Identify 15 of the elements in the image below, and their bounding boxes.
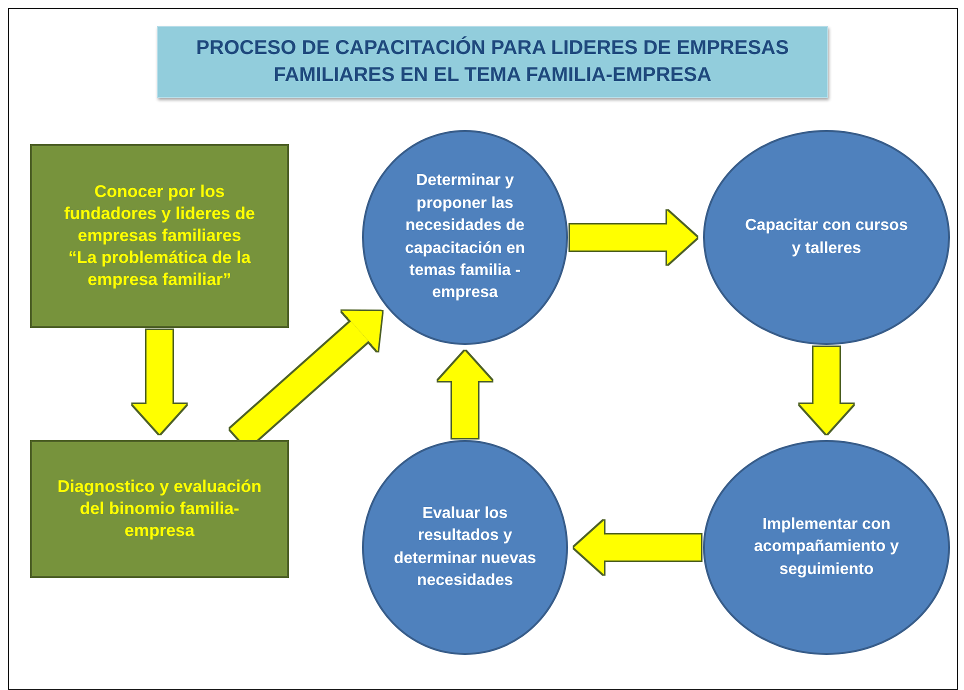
node-text: Implementar con acompañamiento y seguimiento <box>753 514 900 580</box>
node-text: Diagnostico y evaluación del binomio familia-empresa <box>56 476 263 542</box>
title-banner: PROCESO DE CAPACITACIÓN PARA LIDERES DE EMPRESAS FAMILIARES EN EL TEMA FAMILIA-EMPRESA <box>157 26 828 98</box>
block-arrow <box>438 351 492 438</box>
node-text: “La problemática de la empresa familiar” <box>67 247 252 292</box>
block-arrow <box>132 330 186 434</box>
node-text: Determinar y proponer las necesidades de capacitación en temas familia -empresa <box>404 171 526 304</box>
process-box <box>30 440 289 578</box>
process-box <box>30 144 289 328</box>
block-arrow <box>800 347 854 434</box>
node-text: Evaluar los resultados y determinar nuevas necesidades <box>392 504 538 591</box>
node-text: Conocer por los fundadores y lideres de empresas familiares <box>63 180 256 247</box>
block-arrow <box>570 210 697 264</box>
node-text: Capacitar con cursos y talleres <box>744 216 909 258</box>
block-arrow <box>574 520 701 574</box>
